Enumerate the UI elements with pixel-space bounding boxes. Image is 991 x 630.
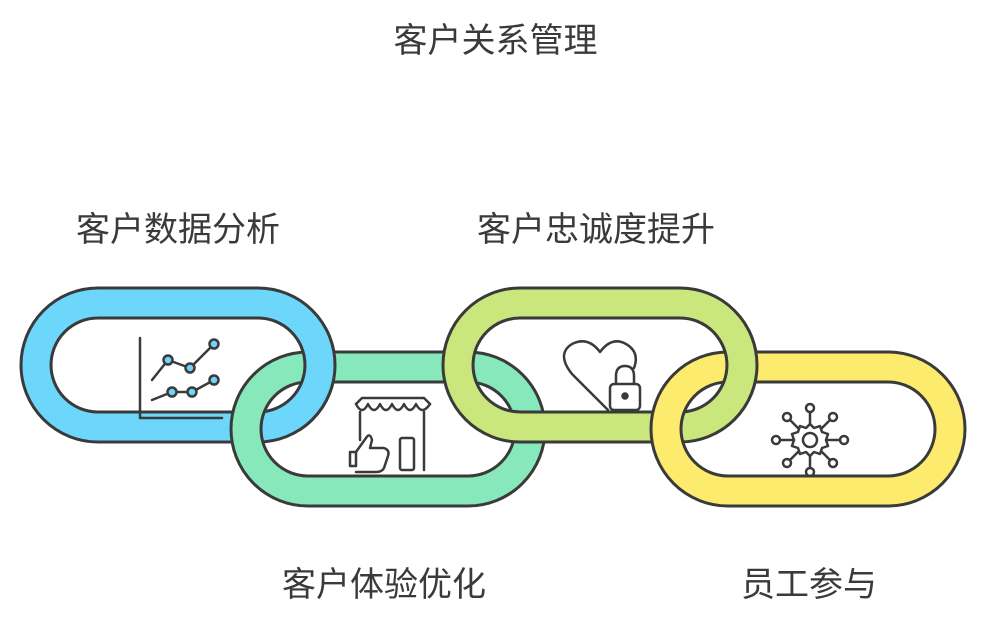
heart-lock-icon — [562, 340, 642, 412]
link-label-customer-data-analysis: 客户数据分析 — [76, 210, 280, 250]
link-label-employee-engagement: 员工参与 — [741, 565, 877, 605]
storefront-thumbs-up-icon — [348, 396, 432, 474]
link-label-customer-loyalty: 客户忠诚度提升 — [477, 210, 715, 250]
link-label-customer-experience: 客户体验优化 — [282, 565, 486, 605]
line-chart-icon — [138, 336, 224, 420]
diagram-title: 客户关系管理 — [393, 21, 598, 61]
network-gear-icon — [770, 402, 850, 478]
